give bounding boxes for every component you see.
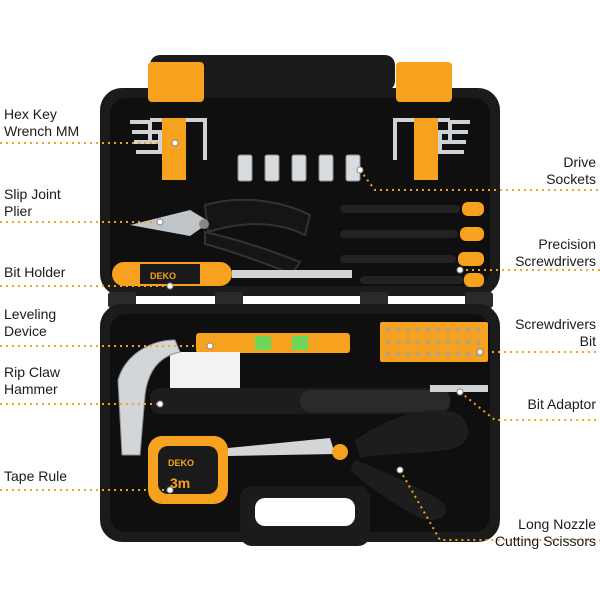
hex-key-holder-right	[414, 118, 438, 180]
leveling-device	[196, 333, 350, 353]
label-tape: Tape Rule	[4, 468, 68, 484]
label-bits: Screwdrivers Bit	[515, 316, 596, 349]
tape-size: 3m	[170, 475, 190, 491]
info-card	[170, 352, 240, 392]
label-hex-key: Hex Key Wrench MM	[4, 106, 80, 139]
label-sockets: Drive Sockets	[546, 154, 596, 187]
bit-holder-brand: DEKO	[150, 271, 176, 281]
slip-joint-plier	[130, 198, 312, 276]
precision-screwdrivers	[340, 202, 484, 287]
label-slip-joint: Slip Joint Plier	[4, 186, 61, 219]
tape-rule: DEKO 3m	[148, 436, 228, 504]
latch-right[interactable]	[396, 62, 452, 102]
label-precision: Precision Screwdrivers	[515, 236, 596, 269]
hex-key-holder-left	[162, 118, 186, 180]
leader-lines	[0, 142, 600, 541]
long-nozzle-scissors	[228, 410, 469, 520]
rip-claw-hammer	[117, 339, 450, 456]
latch-left[interactable]	[148, 62, 204, 102]
leader-dots	[156, 139, 484, 494]
label-leveling: Leveling Device	[4, 306, 57, 339]
tape-brand: DEKO	[168, 458, 194, 468]
label-hammer: Rip Claw Hammer	[4, 364, 61, 397]
label-bit-holder: Bit Holder	[4, 264, 66, 280]
bit-holder-screwdriver: DEKO	[112, 262, 352, 286]
screwdriver-bits	[380, 322, 488, 362]
bit-adaptor	[430, 385, 488, 392]
drive-sockets	[237, 154, 361, 182]
label-scissors: Long Nozzle Cutting Scissors	[494, 516, 596, 549]
label-adaptor: Bit Adaptor	[527, 396, 597, 412]
